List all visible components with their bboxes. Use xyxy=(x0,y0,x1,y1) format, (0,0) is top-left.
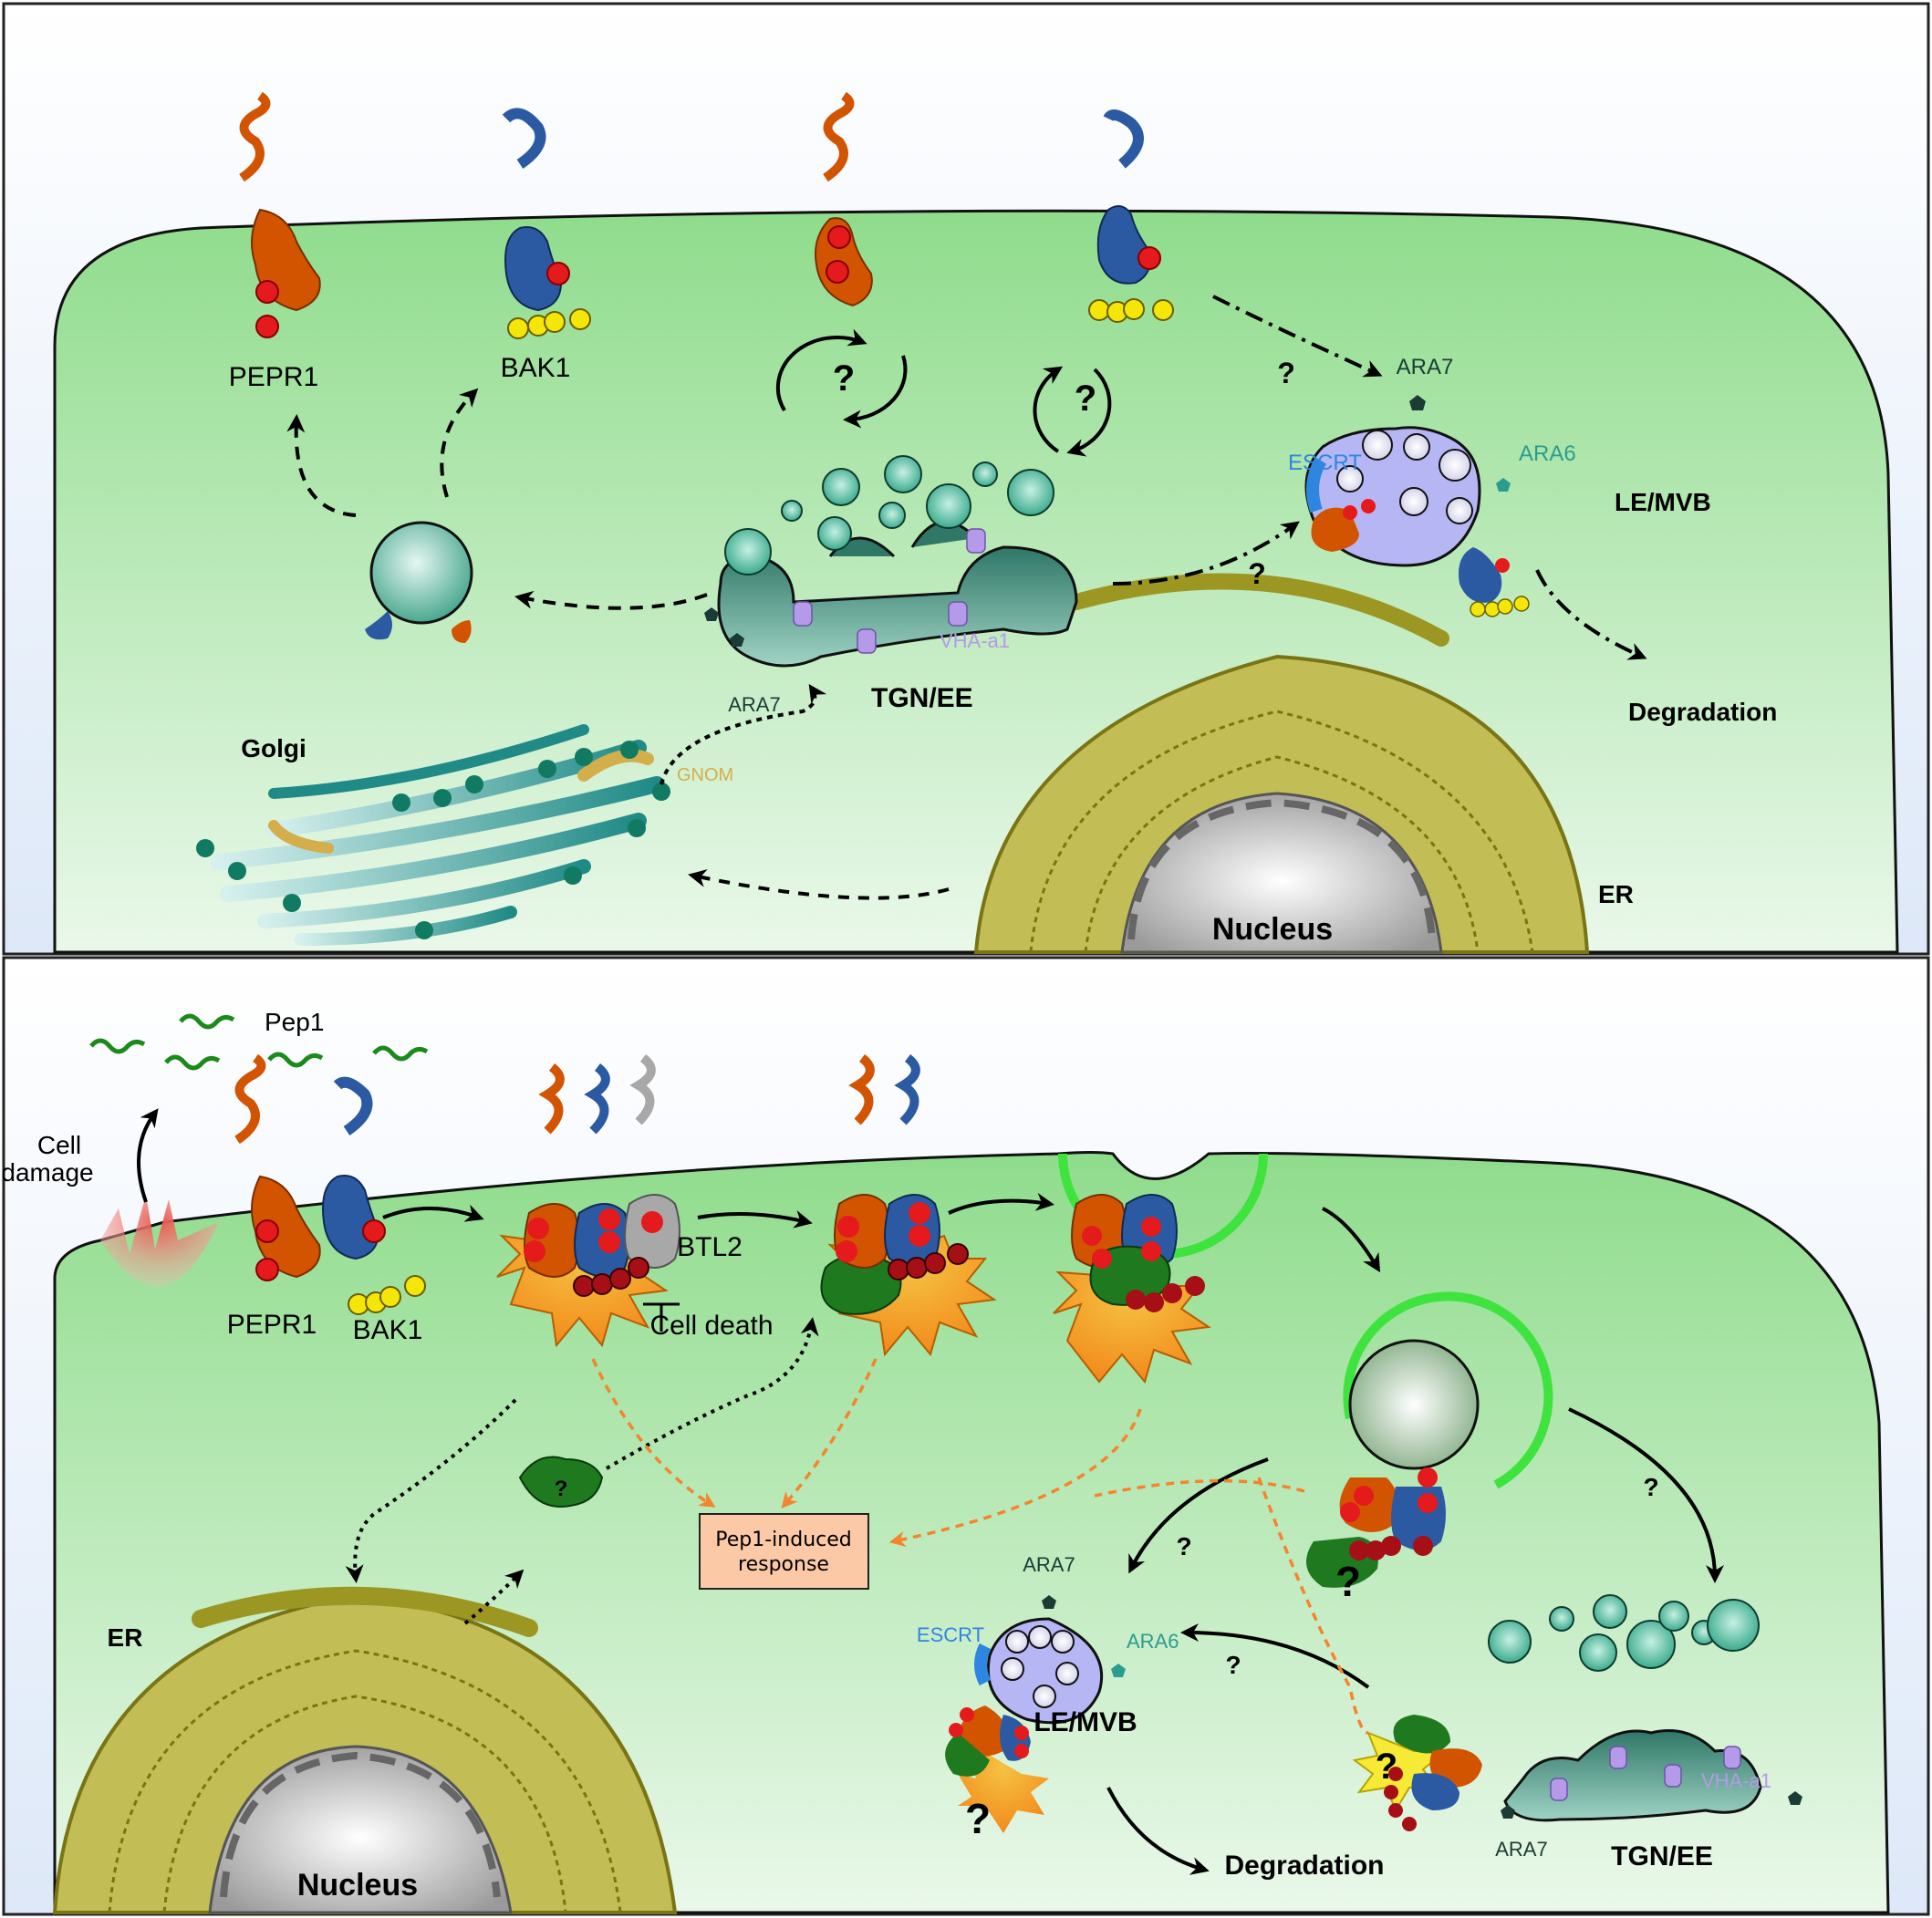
label-bak1: BAK1 xyxy=(501,353,571,383)
label-ara7-mvb: ARA7 xyxy=(1023,1553,1075,1576)
mvb-bottom xyxy=(945,1595,1126,1833)
vha-a1-markers xyxy=(793,528,986,654)
label-pepr1: PEPR1 xyxy=(227,1310,317,1340)
labels-top: PEPR1 BAK1 Golgi GNOM TGN/EE ARA7 VHA-a1… xyxy=(229,353,1778,947)
nucleus-bottom xyxy=(208,1745,513,1914)
tgn-ee-bottom xyxy=(1352,1594,1802,1831)
label-cell-damage-1: Cell xyxy=(37,1131,81,1159)
question-mark: ? xyxy=(965,1795,991,1842)
panel-top: PEPR1 BAK1 Golgi GNOM TGN/EE ARA7 VHA-a1… xyxy=(2,2,1930,956)
question-mark: ? xyxy=(1376,1747,1397,1787)
label-degradation: Degradation xyxy=(1628,698,1777,726)
label-cell-death: Cell death xyxy=(649,1311,773,1341)
label-ara7-tgn: ARA7 xyxy=(728,693,780,716)
vesicle-receptors xyxy=(365,611,472,643)
pep1-response-box: Pep1-induced response xyxy=(699,1513,869,1590)
label-cell-damage-2: damage xyxy=(1,1158,93,1187)
label-tgn-ee: TGN/EE xyxy=(871,683,973,713)
clathrin-coated-vesicle xyxy=(1306,1291,1553,1588)
bak1-top xyxy=(502,108,591,339)
question-mark: ? xyxy=(1248,557,1266,590)
label-le-mvb: LE/MVB xyxy=(1615,488,1711,516)
secretory-vesicle xyxy=(369,521,473,625)
question-mark: ? xyxy=(833,358,855,399)
gnom-cap-right xyxy=(577,749,654,782)
label-pep1: Pep1 xyxy=(265,1008,324,1036)
label-vha-a1: VHA-a1 xyxy=(1701,1769,1771,1792)
bak1-resting xyxy=(322,1076,426,1315)
pepr1-resting xyxy=(234,1053,321,1281)
label-er: ER xyxy=(108,1623,143,1652)
gnom-cap-left xyxy=(268,820,334,854)
label-ara7-tgn: ARA7 xyxy=(1495,1838,1547,1861)
label-vha-a1: VHA-a1 xyxy=(940,629,1010,652)
label-ara7-mvb: ARA7 xyxy=(1397,355,1454,379)
tgn-ee-top xyxy=(704,455,1078,668)
label-nucleus: Nucleus xyxy=(1212,912,1333,947)
question-mark: ? xyxy=(1277,357,1295,389)
unknown-protein xyxy=(518,1456,604,1508)
trafficking-arrows-top xyxy=(286,295,1647,900)
response-line2: response xyxy=(738,1553,829,1576)
label-ara6: ARA6 xyxy=(1519,441,1576,466)
label-le-mvb: LE/MVB xyxy=(1034,1707,1137,1737)
label-btl2: BTL2 xyxy=(677,1232,743,1262)
panel-bottom: ? Pep1-induced response xyxy=(1,956,1930,1916)
mvb-top xyxy=(1304,395,1530,617)
bak1-cycling xyxy=(1088,109,1174,323)
label-tgn-ee: TGN/EE xyxy=(1611,1841,1713,1871)
pepr1-top xyxy=(239,91,321,338)
signaling-arrows-bottom xyxy=(591,1358,1369,1735)
question-mark: ? xyxy=(1643,1473,1658,1501)
inhibition-bar xyxy=(643,1302,680,1332)
trafficking-arrows-bottom xyxy=(137,1108,1724,1875)
question-mark: ? xyxy=(1335,1558,1361,1605)
question-mark: ? xyxy=(1075,378,1096,419)
label-pepr1: PEPR1 xyxy=(229,362,318,392)
labels-bottom: Pep1 Cell damage PEPR1 BAK1 BTL2 Cell de… xyxy=(1,1008,1771,1902)
question-mark: ? xyxy=(1176,1532,1191,1560)
label-er: ER xyxy=(1598,880,1634,908)
clathrin-coated-pit xyxy=(1053,1153,1268,1384)
label-nucleus: Nucleus xyxy=(297,1868,418,1902)
receptor-complex-activated xyxy=(820,1054,997,1357)
label-escrt: ESCRT xyxy=(917,1623,984,1646)
receptor-complex-btl2 xyxy=(496,1054,680,1348)
label-gnom: GNOM xyxy=(677,765,733,785)
label-golgi: Golgi xyxy=(241,734,306,762)
label-ara6: ARA6 xyxy=(1127,1630,1179,1653)
golgi-stack xyxy=(196,724,670,946)
wound-site xyxy=(100,1195,219,1287)
escrt-top xyxy=(1306,457,1327,513)
bak1-sites-inactive xyxy=(507,308,591,339)
pepr1-cycling xyxy=(815,91,873,307)
question-mark: ? xyxy=(555,1477,568,1501)
label-degradation: Degradation xyxy=(1224,1851,1384,1881)
question-mark: ? xyxy=(1225,1651,1241,1679)
pep1-peptides xyxy=(89,1013,429,1071)
label-bak1: BAK1 xyxy=(353,1315,423,1345)
label-escrt: ESCRT xyxy=(1288,451,1362,475)
response-line1: Pep1-induced xyxy=(715,1529,851,1551)
